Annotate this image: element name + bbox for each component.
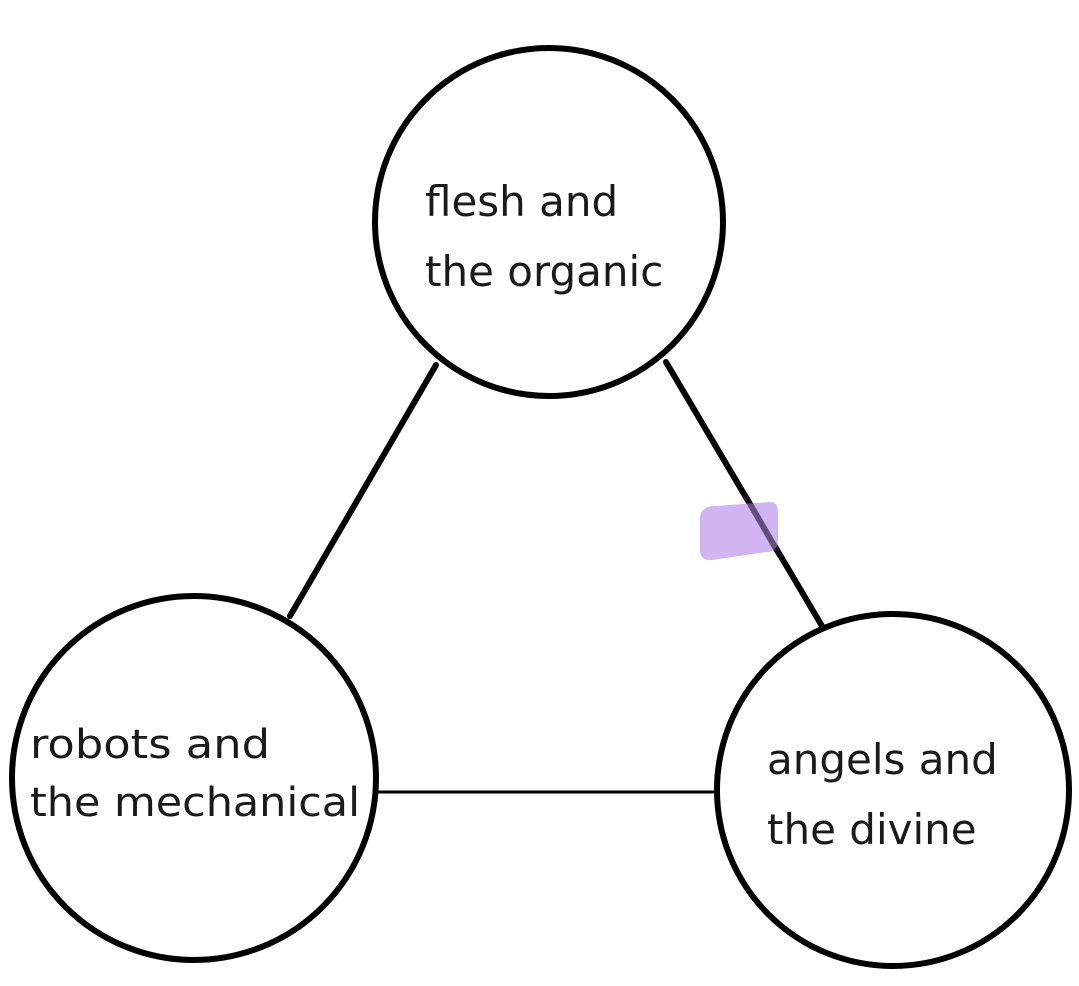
node-flesh-organic-line2: the organic [425, 247, 663, 296]
node-robots-mechanical-line1: robots and [30, 722, 270, 768]
node-angels-divine-line1: angels and [767, 735, 998, 784]
edge-flesh-robots [287, 362, 439, 619]
node-angels-divine-line2: the divine [767, 805, 977, 854]
edge-flesh-angels-over-highlight [742, 493, 783, 558]
node-flesh-organic-line1: flesh and [425, 177, 618, 226]
edge-flesh-angels [663, 359, 825, 629]
node-flesh-organic: flesh and the organic [372, 45, 726, 399]
node-robots-mechanical-line2: the mechanical [30, 780, 360, 826]
node-robots-mechanical: robots and the mechanical [9, 593, 379, 963]
node-angels-divine: angels and the divine [714, 611, 1072, 969]
